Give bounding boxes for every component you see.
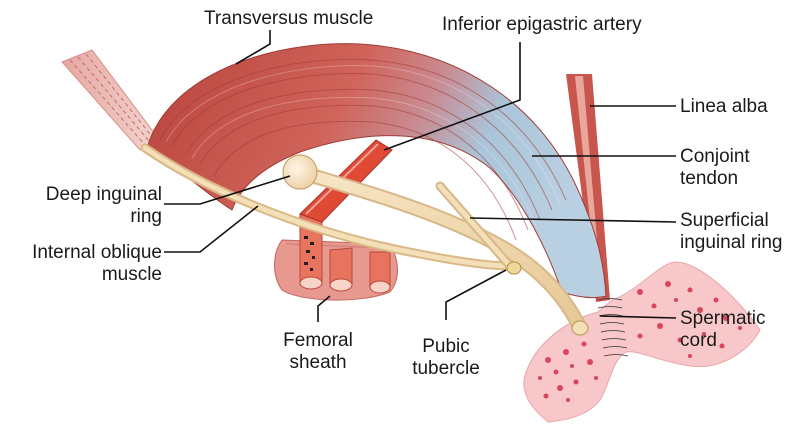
label-internal-oblique-line1: Internal oblique xyxy=(2,242,162,264)
label-internal-oblique-line2: muscle xyxy=(2,264,162,286)
label-inferior-epigastric-artery: Inferior epigastric artery xyxy=(442,14,642,36)
label-conjoint-tendon: Conjoint tendon xyxy=(680,146,750,190)
label-femoral-line1: Femoral xyxy=(268,330,368,352)
label-pubic-line2: tubercle xyxy=(398,358,494,380)
label-spermatic-cord: Spermatic cord xyxy=(680,308,766,352)
label-spermatic-line2: cord xyxy=(680,330,766,352)
label-superficial-inguinal-ring: Superficial inguinal ring xyxy=(680,210,782,254)
label-linea-alba: Linea alba xyxy=(680,96,768,118)
leader-internal-oblique xyxy=(164,206,258,252)
label-deep-inguinal-ring: Deep inguinal ring xyxy=(14,184,162,228)
label-femoral-sheath: Femoral sheath xyxy=(268,330,368,374)
pubic-tubercle-marker xyxy=(507,262,521,274)
femoral-sheath xyxy=(275,212,398,300)
label-pubic-tubercle: Pubic tubercle xyxy=(398,336,494,380)
label-pubic-line1: Pubic xyxy=(398,336,494,358)
label-superficial-line1: Superficial xyxy=(680,210,782,232)
leader-pubic xyxy=(446,270,506,320)
label-internal-oblique-muscle: Internal oblique muscle xyxy=(2,242,162,286)
label-conjoint-line2: tendon xyxy=(680,168,750,190)
label-transversus-muscle: Transversus muscle xyxy=(204,8,373,30)
deep-inguinal-ring xyxy=(283,155,317,189)
aponeurosis-fibers xyxy=(62,50,158,150)
label-conjoint-line1: Conjoint xyxy=(680,146,750,168)
label-superficial-line2: inguinal ring xyxy=(680,232,782,254)
label-spermatic-line1: Spermatic xyxy=(680,308,766,330)
label-femoral-line2: sheath xyxy=(268,352,368,374)
label-deep-ring-line2: ring xyxy=(14,206,162,228)
label-deep-ring-line1: Deep inguinal xyxy=(14,184,162,206)
